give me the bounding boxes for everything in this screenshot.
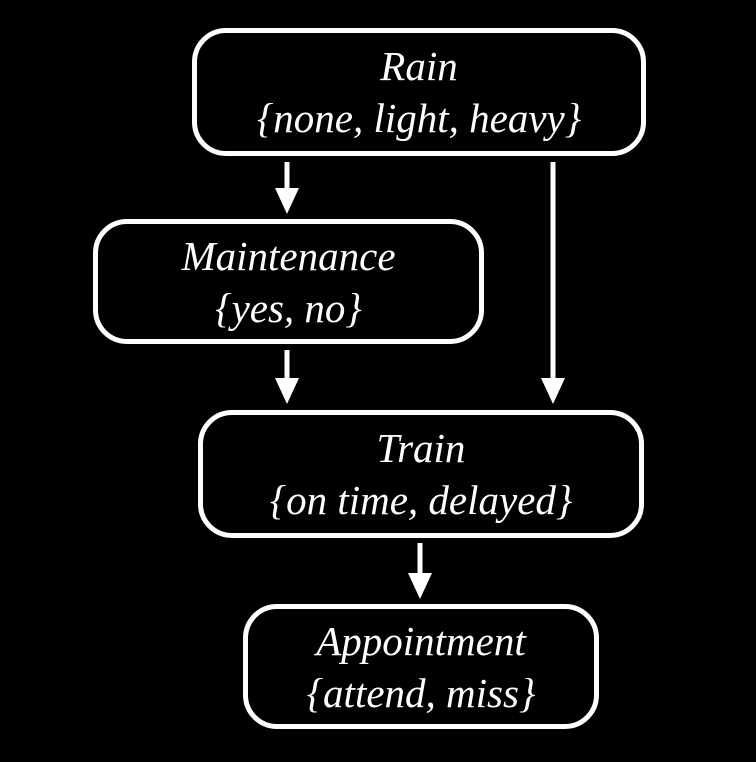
node-rain-label: Rain (380, 43, 458, 89)
node-appointment: Appointment {attend, miss} (243, 604, 599, 729)
node-train: Train {on time, delayed} (198, 410, 644, 538)
arrowhead-icon (541, 378, 565, 404)
node-maintenance-label: Maintenance (181, 232, 396, 279)
edge-rain-to-maintenance (275, 162, 299, 214)
edge-maintenance-to-train (275, 350, 299, 404)
arrowhead-icon (275, 188, 299, 214)
node-maintenance-values: {yes, no} (215, 284, 362, 331)
node-rain: Rain {none, light, heavy} (192, 28, 646, 156)
arrowhead-icon (408, 573, 432, 599)
node-maintenance: Maintenance {yes, no} (93, 219, 484, 344)
node-appointment-values: {attend, miss} (306, 669, 536, 716)
node-train-values: {on time, delayed} (269, 477, 573, 523)
arrowhead-icon (275, 378, 299, 404)
node-train-label: Train (376, 425, 466, 471)
node-rain-values: {none, light, heavy} (256, 95, 582, 141)
node-appointment-label: Appointment (316, 617, 526, 664)
edge-rain-to-train (541, 162, 565, 404)
edge-train-to-appointment (408, 543, 432, 599)
